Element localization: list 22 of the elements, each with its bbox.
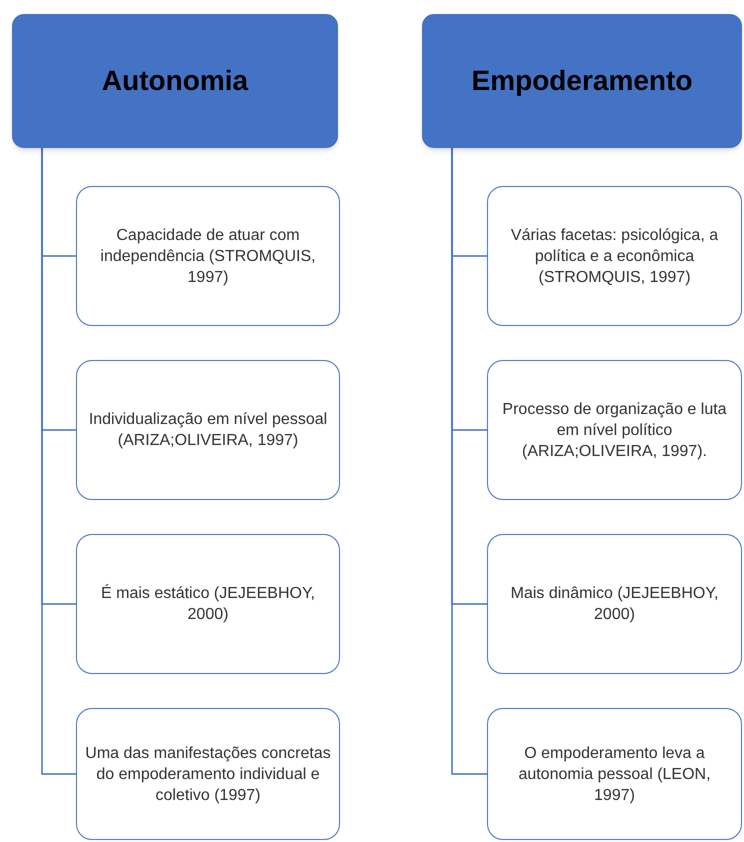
content-box — [76, 708, 340, 840]
header-box — [422, 14, 742, 148]
box-text: Uma das manifestações concretas do empoderamento individual e coletivo (1997) — [85, 744, 331, 806]
header-title: Autonomia — [102, 64, 248, 98]
box-text: Mais dinâmico (JEJEEBHOY, 2000) — [510, 584, 720, 625]
box-text: O empoderamento leva a autonomia pessoal (LEON, 1997) — [517, 744, 712, 806]
header-box — [12, 14, 338, 148]
box-text: Individualização em nível pessoal (ARIZA;OLIVEIRA, 1997) — [88, 410, 328, 451]
box-text: É mais estático (JEJEEBHOY, 2000) — [100, 583, 316, 625]
content-box — [487, 360, 742, 500]
box-text: Capacidade de atuar com independência (STROMQUIS, 1997) — [99, 226, 317, 288]
content-box — [76, 534, 340, 674]
connector-line — [41, 148, 76, 775]
connector-line — [451, 148, 487, 775]
content-box — [487, 708, 742, 840]
box-text: Processo de organização e luta em nível político (ARIZA;OLIVEIRA, 1997). — [501, 400, 728, 462]
box-text: Várias facetas: psicológica, a política e a econômica (STROMQUIS, 1997) — [510, 226, 720, 288]
content-box — [487, 186, 742, 326]
content-box — [487, 534, 742, 674]
header-title: Empoderamento — [472, 64, 692, 98]
content-box — [76, 360, 340, 500]
content-box — [76, 186, 340, 326]
